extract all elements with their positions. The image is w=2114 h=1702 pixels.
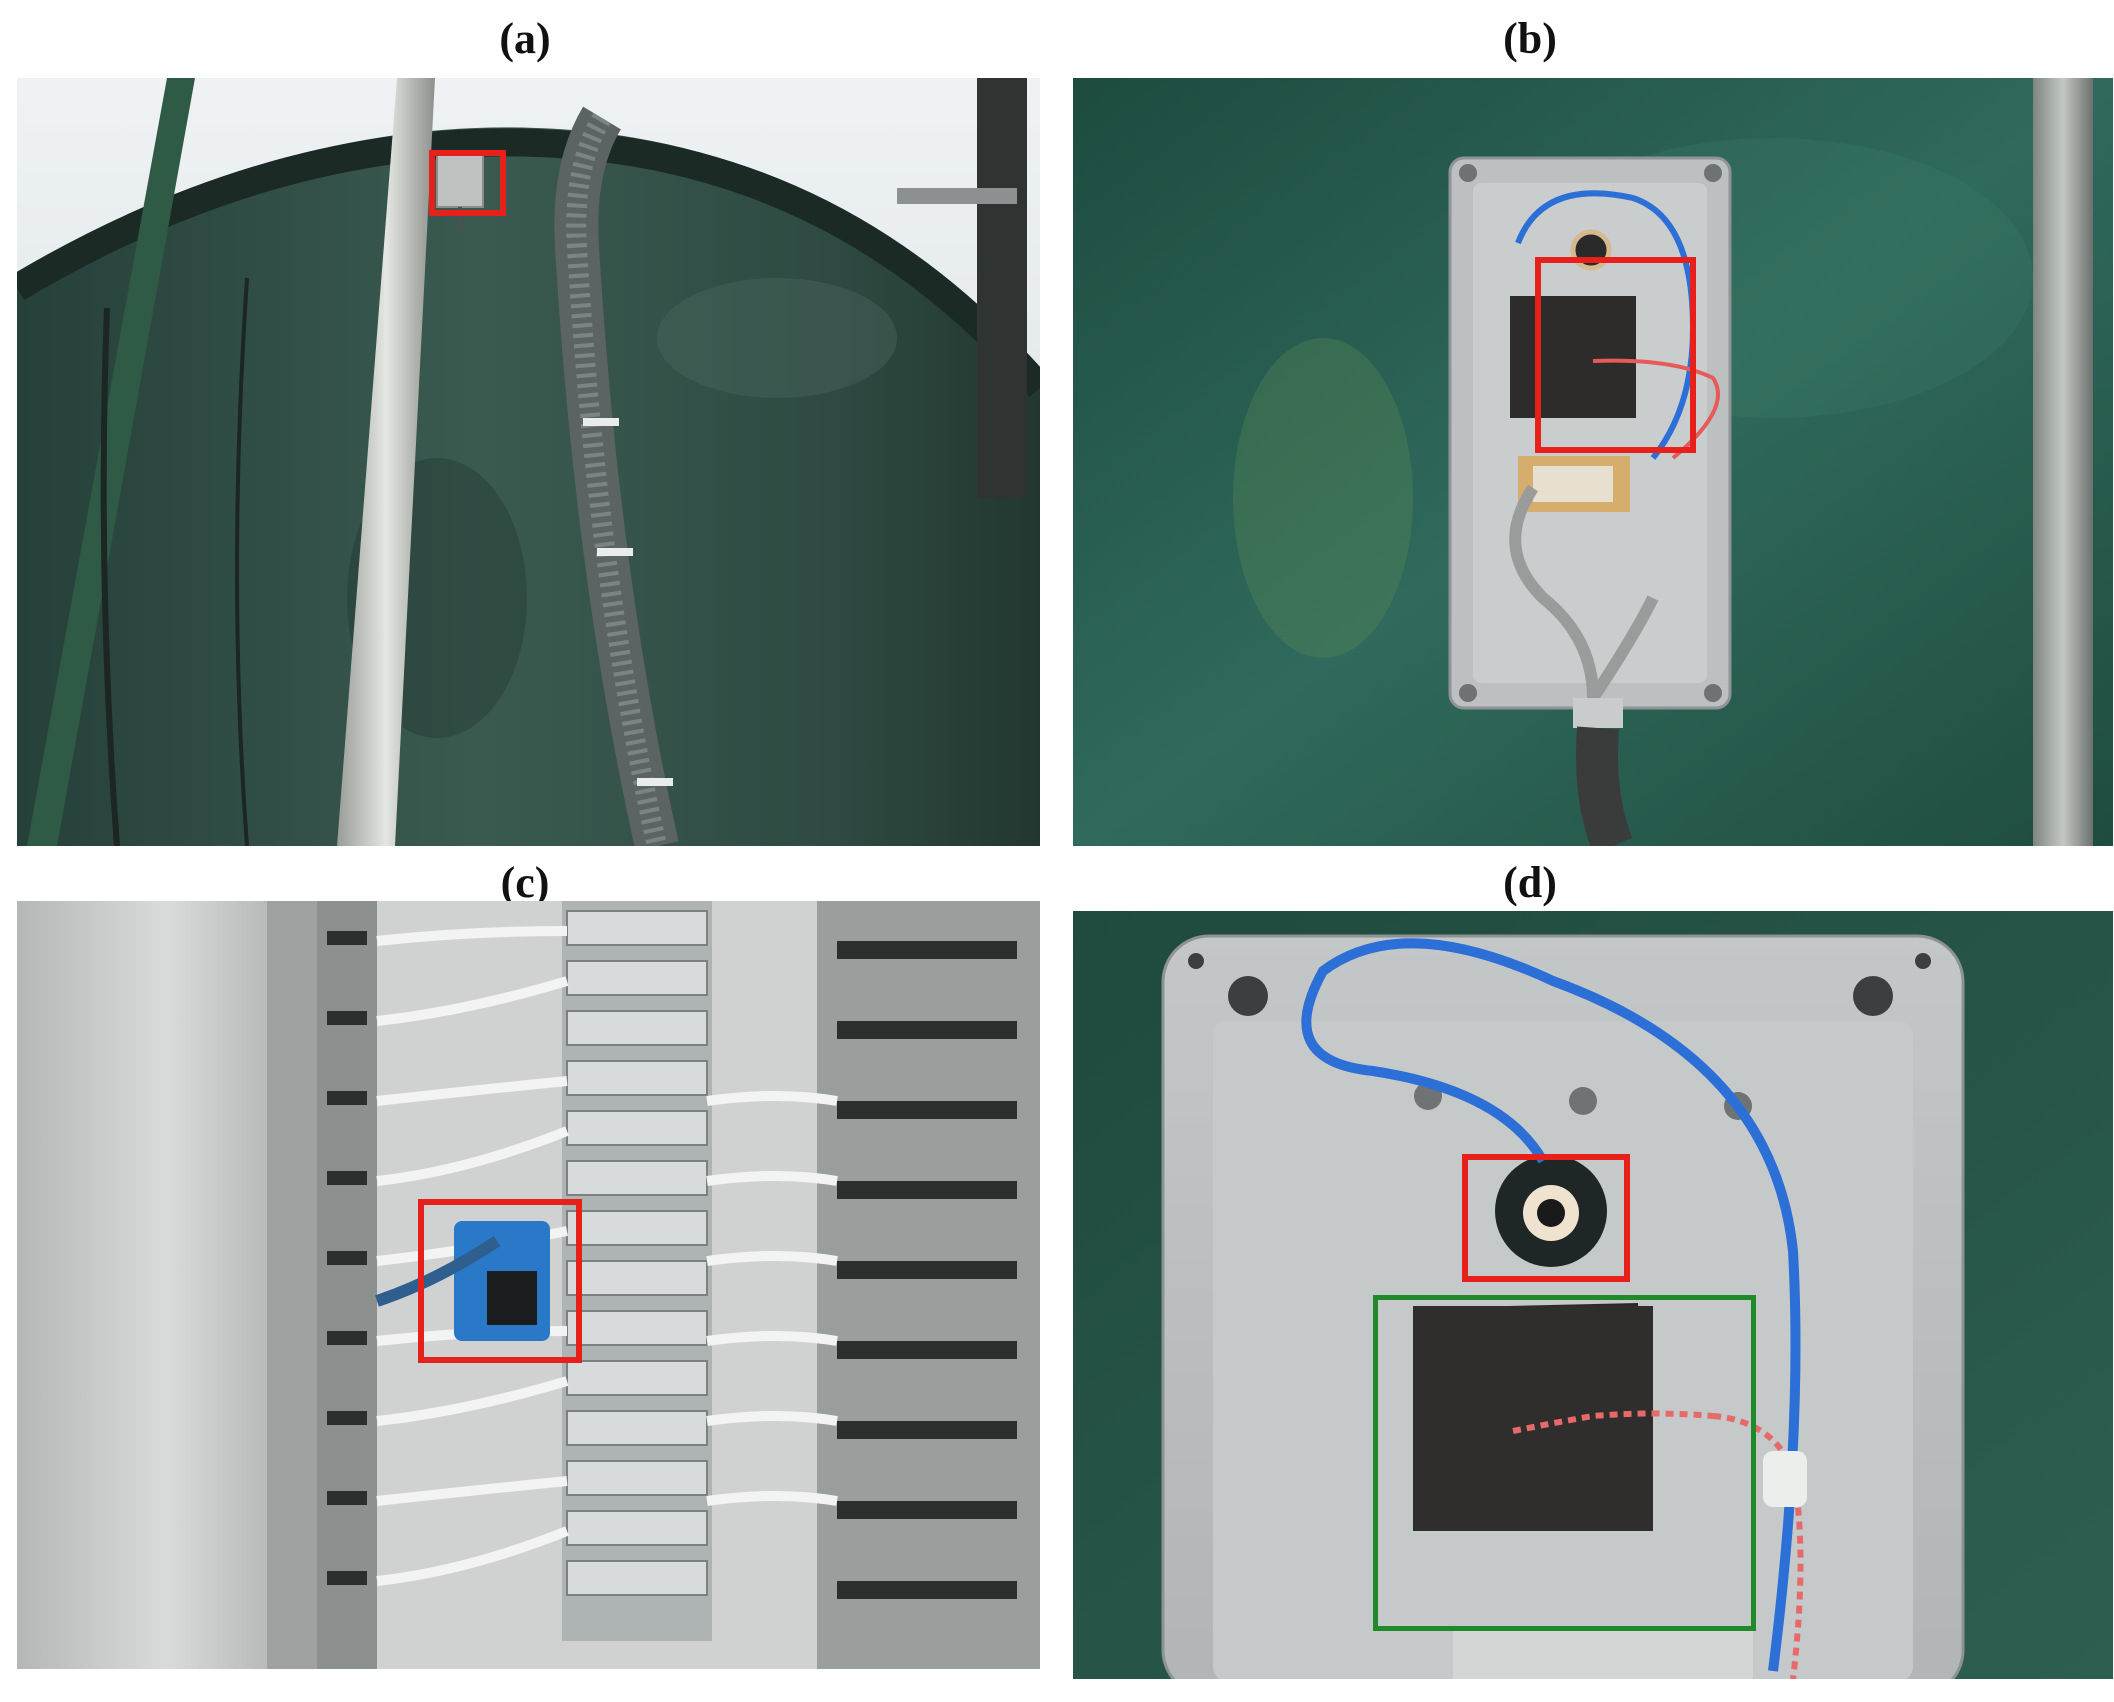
photo-d-enclosure-closeup (1073, 911, 2113, 1679)
highlight-sensor-d (1462, 1154, 1630, 1282)
panel-label-d: (d) (1503, 858, 1557, 907)
photo-d-illustration (1073, 911, 2113, 1679)
highlight-foam-block-d (1373, 1295, 1756, 1631)
photo-b-enclosure-open (1073, 78, 2113, 846)
highlight-current-clamp-c (418, 1199, 582, 1363)
highlight-sensor-box-a (429, 150, 506, 216)
panel-label-a: (a) (499, 14, 551, 63)
panel-label-c: (c) (500, 858, 550, 907)
panel-label-b: (b) (1503, 14, 1557, 63)
photo-c-terminal-cabinet (17, 901, 1040, 1669)
photo-b-illustration (1073, 78, 2113, 846)
photo-a-tank-exterior (17, 78, 1040, 846)
highlight-sensor-b (1535, 257, 1696, 453)
photo-a-illustration (17, 78, 1040, 846)
photo-c-illustration (17, 901, 1040, 1669)
